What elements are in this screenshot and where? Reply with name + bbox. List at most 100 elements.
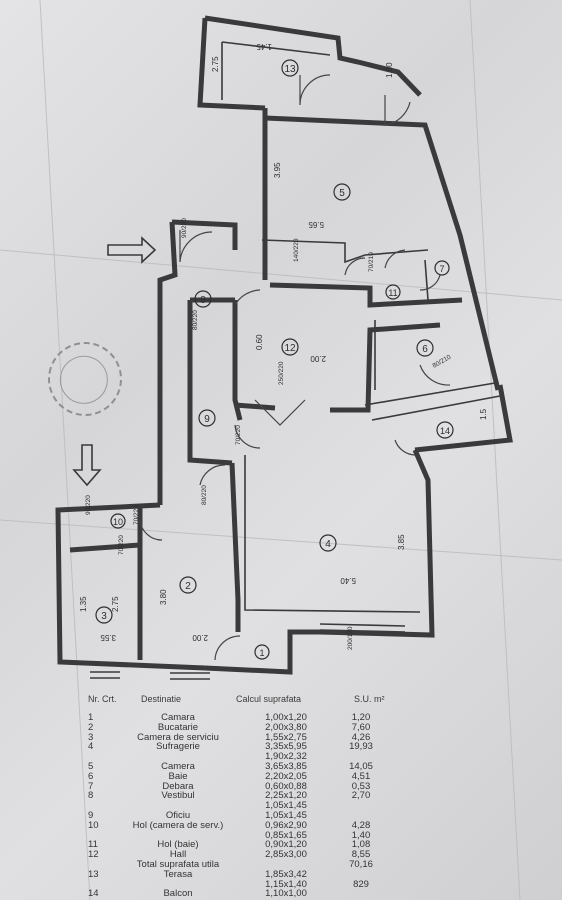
paper-crease <box>39 0 91 900</box>
door-arc <box>419 364 451 386</box>
dim-label: 3.85 <box>397 534 406 550</box>
room-circle <box>385 284 401 300</box>
room-circle <box>95 606 113 624</box>
paper-crease <box>0 249 562 301</box>
room-number: 2 <box>185 581 191 592</box>
paper-crease <box>0 519 562 561</box>
wall-bottom-left <box>55 502 206 671</box>
table-cell-su: 8,55 <box>351 849 371 861</box>
seal-stamp-inner <box>56 352 112 408</box>
door-arc <box>214 635 241 661</box>
table-cell-name: Hol (baie) <box>157 839 199 851</box>
room-circle <box>281 338 299 356</box>
table-cell-nr: 3 <box>88 731 94 743</box>
table-cell-su: 19,93 <box>349 741 373 753</box>
table-cell-calc: 0,85x1,65 <box>265 829 307 841</box>
terrace-inner-line <box>221 41 331 100</box>
wall-kitchen-right <box>229 462 241 632</box>
wall-terrace-top <box>204 15 422 97</box>
table-cell-su: 4,28 <box>351 819 371 831</box>
table-cell-name: Hall <box>169 849 187 861</box>
wall-hall-left <box>232 300 243 421</box>
wall-balcony-14 <box>414 384 513 453</box>
table-cell-calc: 3,35x5,95 <box>265 741 307 753</box>
table-cell-calc: 0,90x1,20 <box>265 839 307 851</box>
table-cell-calc: 1,00x1,20 <box>265 712 307 723</box>
room-number: 13 <box>284 64 296 75</box>
table-cell-name: Total suprafata utila <box>136 859 220 870</box>
wall-terrace-left <box>197 17 266 111</box>
door-arc <box>384 249 406 269</box>
door-label: 70/220 <box>118 535 125 555</box>
table-cell-su: 1,20 <box>351 712 371 723</box>
surface-table: Nr. Crt. Destinatie Calcul suprafata S.U… <box>86 690 436 900</box>
room-circle <box>179 576 197 594</box>
table-cell-calc: 0,96x2,90 <box>265 819 307 831</box>
door-label: 200/130 <box>347 626 354 650</box>
room-number: 11 <box>388 288 397 298</box>
table-header-name: Destinatie <box>141 694 182 704</box>
door-label: 70/210 <box>368 252 375 272</box>
wall-room3-top <box>69 542 141 553</box>
table-cell-calc: 0,60x0,88 <box>265 780 307 792</box>
dim-label: 2.00 <box>310 354 326 363</box>
table-cell-nr: 2 <box>88 721 94 733</box>
room-number: 10 <box>113 517 123 527</box>
door-arc <box>139 519 163 541</box>
room-number: 5 <box>339 188 345 199</box>
door-arc <box>234 424 261 449</box>
table-cell-su: 4,51 <box>351 770 371 782</box>
wall-oficiu <box>187 300 233 466</box>
door-label: 70/220 <box>133 505 140 525</box>
dim-label: 2.75 <box>111 596 120 612</box>
table-cell-nr: 11 <box>88 839 98 851</box>
room-number: 9 <box>204 414 210 425</box>
table-cell-calc: 2,85x3,00 <box>265 849 307 861</box>
wall-hall-top <box>269 282 463 308</box>
room-circle <box>198 409 216 427</box>
table-row: 1,05x1,45 <box>86 800 436 811</box>
table-cell-name: Debara <box>162 780 194 792</box>
living-inner <box>244 455 421 613</box>
table-cell-calc: 1,55x2,75 <box>265 731 307 743</box>
table-cell-su: 4,26 <box>351 731 371 743</box>
dim-label: 1.35 <box>79 596 88 612</box>
door-arc <box>344 257 366 276</box>
entry-arrow-icon <box>72 444 102 487</box>
table-cell-nr: 4 <box>88 741 94 753</box>
table-row: 1,90x2,32 <box>86 751 436 762</box>
dim-label: 5.65 <box>308 220 324 229</box>
room-circle <box>281 59 299 77</box>
room-circle <box>110 513 126 529</box>
room-number: 8 <box>200 295 206 306</box>
table-cell-su: 14,05 <box>349 761 373 772</box>
dim-label: 3.95 <box>273 162 282 178</box>
wall-bottom-mid <box>204 629 320 675</box>
door-double-leaf <box>254 399 306 426</box>
table-cell-name: Bucatarie <box>157 721 199 733</box>
table-cell-nr: 5 <box>88 761 94 772</box>
room-circle <box>416 339 434 357</box>
door-label: 80/220 <box>192 310 199 330</box>
door-arc <box>299 74 331 106</box>
table-cell-name: Terasa <box>163 868 193 880</box>
dim-label: 1.5 <box>479 408 488 420</box>
wall-hall-bottom <box>234 322 441 413</box>
door-label: 70/220 <box>235 425 242 445</box>
room-number: 7 <box>439 264 444 274</box>
room-circle <box>319 534 337 552</box>
table-cell-su: 1,08 <box>351 839 371 851</box>
door-label: 140/220 <box>293 238 300 262</box>
table-cell-calc: 1,05x1,45 <box>265 800 307 812</box>
table-header-su: S.U. m² <box>354 694 385 704</box>
table-cell-nr: 14 <box>88 888 99 900</box>
wall-entry-top <box>171 219 238 250</box>
table-cell-calc: 2,25x1,20 <box>265 790 307 802</box>
